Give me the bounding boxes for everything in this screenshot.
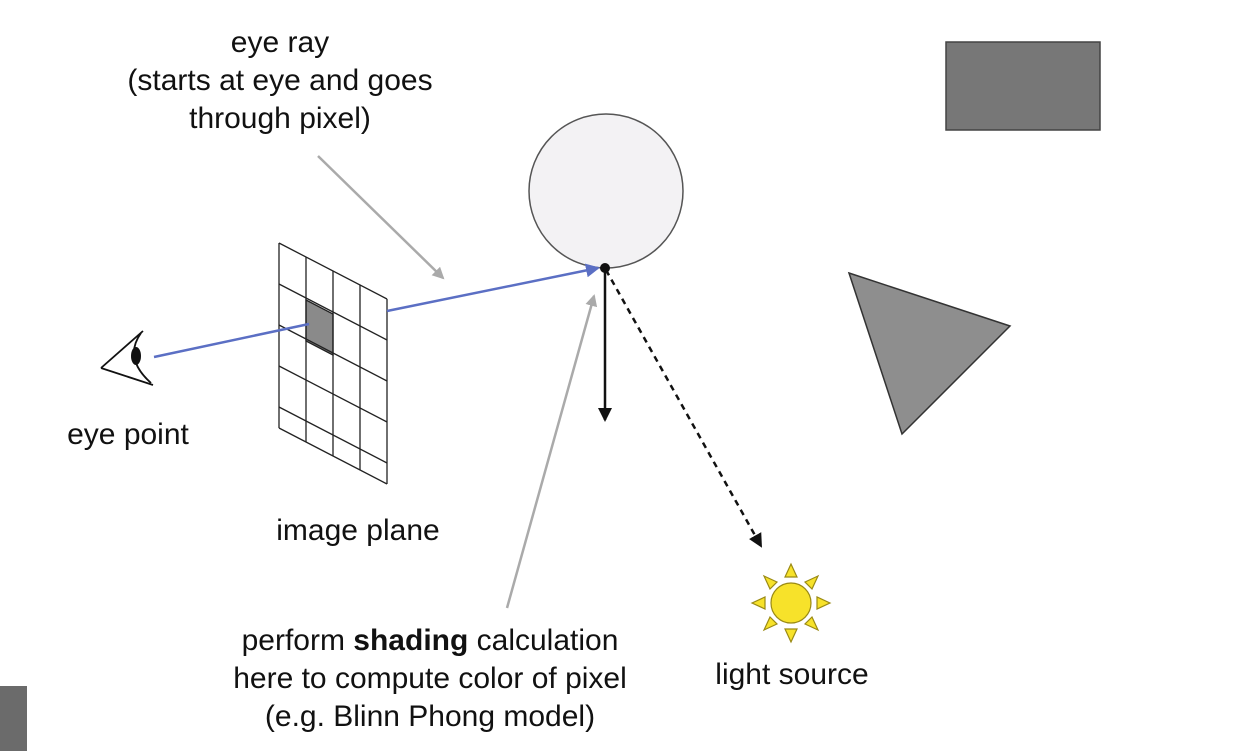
shading-label-line-3: (e.g. Blinn Phong model) bbox=[264, 700, 596, 733]
eye-ray-label-line-3: through pixel) bbox=[189, 102, 371, 135]
eye-point-label: eye point bbox=[67, 418, 189, 451]
shading-label-bold: shading bbox=[353, 624, 469, 657]
shading-label-post: calculation bbox=[468, 624, 619, 657]
shadow-ray-arrow bbox=[604, 269, 763, 548]
eye-ray-segment-1 bbox=[153, 322, 310, 359]
shading-label-line-1: perform shading calculation bbox=[190, 622, 670, 660]
light-source-label: light source bbox=[715, 658, 869, 691]
rectangle-object bbox=[945, 41, 1101, 131]
eye-ray-label-line-2: (starts at eye and goes bbox=[127, 64, 433, 97]
shading-pointer-arrow bbox=[505, 294, 598, 609]
image-plane-label: image plane bbox=[276, 514, 440, 547]
image-plane-grid bbox=[278, 242, 388, 485]
shading-label-pre: perform bbox=[241, 624, 354, 657]
eye-ray-label-line-1: eye ray bbox=[230, 26, 330, 59]
sphere-object bbox=[528, 113, 684, 269]
corner-edge-block bbox=[0, 686, 27, 751]
highlighted-pixel bbox=[305, 298, 334, 357]
sun-icon bbox=[750, 562, 832, 644]
triangle-object bbox=[847, 271, 1012, 436]
eye-ray-segment-2 bbox=[386, 263, 600, 313]
shading-label: perform shading calculation here to comp… bbox=[190, 622, 670, 736]
eye-ray-label: eye ray (starts at eye and goes through … bbox=[80, 24, 480, 138]
eye-ray-pointer-arrow bbox=[317, 155, 445, 280]
shading-label-line-2: here to compute color of pixel bbox=[233, 662, 627, 695]
eye-icon bbox=[100, 330, 154, 386]
